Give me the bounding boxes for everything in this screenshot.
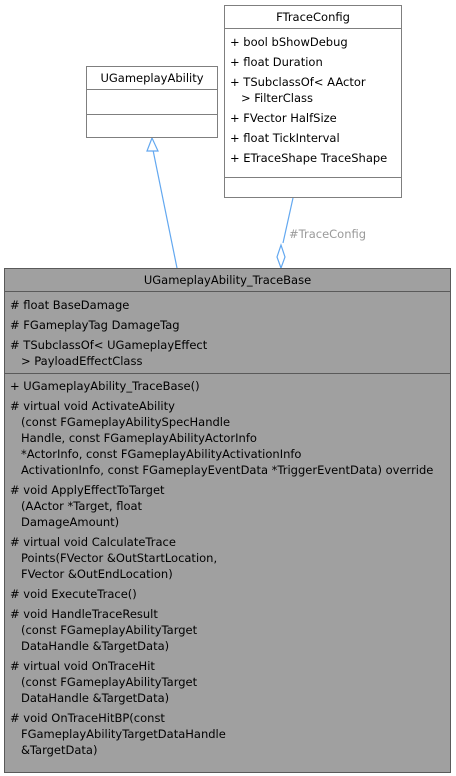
method: # void ApplyEffectToTarget (AActor *Targ…: [10, 483, 165, 529]
method: # virtual void OnTraceHit (const FGamepl…: [10, 659, 198, 705]
class-ugameplayability[interactable]: UGameplayAbility: [86, 66, 218, 138]
member: + ETraceShape TraceShape: [230, 151, 388, 165]
attributes-section: + bool bShowDebug + float Duration + TSu…: [225, 29, 401, 178]
association-label: #TraceConfig: [289, 227, 367, 241]
class-ugameplayability-tracebase[interactable]: UGameplayAbility_TraceBase # float BaseD…: [4, 268, 451, 773]
methods-section: + UGameplayAbility_TraceBase() # virtual…: [5, 374, 450, 762]
attribute: # FGameplayTag DamageTag: [10, 318, 180, 332]
attributes-section: [87, 90, 217, 115]
aggregation-diamond: [276, 243, 286, 270]
methods-section: [225, 178, 401, 202]
method: + UGameplayAbility_TraceBase(): [10, 379, 200, 393]
method: # virtual void CalculateTrace Points(FVe…: [10, 535, 218, 581]
class-title: FTraceConfig: [225, 6, 401, 29]
inheritance-arrowhead: [146, 136, 159, 152]
attribute: # TSubclassOf< UGameplayEffect > Payload…: [10, 338, 208, 368]
method: # void HandleTraceResult (const FGamepla…: [10, 607, 198, 653]
member: + TSubclassOf< AActor > FilterClass: [230, 75, 366, 105]
member: + FVector HalfSize: [230, 111, 337, 125]
member: + float TickInterval: [230, 131, 340, 145]
methods-section: [87, 115, 217, 139]
method: # virtual void ActivateAbility (const FG…: [10, 399, 434, 477]
inheritance-line: [152, 149, 178, 269]
member: + bool bShowDebug: [230, 35, 348, 49]
attributes-section: # float BaseDamage # FGameplayTag Damage…: [5, 292, 450, 374]
method: # void OnTraceHitBP(const FGameplayAbili…: [10, 711, 226, 757]
attribute: # float BaseDamage: [10, 298, 130, 312]
class-title: UGameplayAbility: [87, 67, 217, 90]
class-ftraceconfig[interactable]: FTraceConfig + bool bShowDebug + float D…: [224, 5, 402, 198]
member: + float Duration: [230, 55, 323, 69]
class-title: UGameplayAbility_TraceBase: [5, 269, 450, 292]
method: # void ExecuteTrace(): [10, 587, 137, 601]
